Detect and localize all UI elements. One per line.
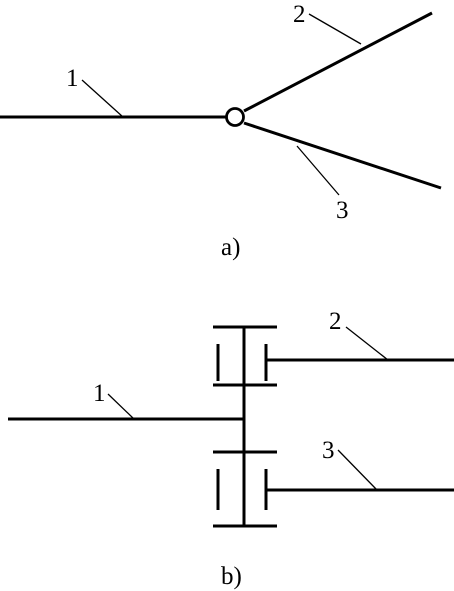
label-2-b: 2 [329, 308, 342, 335]
caption-b: b) [221, 563, 242, 590]
shaft-3-a [243, 121, 442, 190]
label-3-a: 3 [336, 197, 349, 224]
caption-a: a) [221, 234, 240, 261]
leader-2-b [345, 326, 389, 361]
label-3-b: 3 [322, 437, 335, 464]
joint-circle [225, 107, 245, 127]
shaft-2-a [243, 11, 433, 113]
figure-b: 1 2 3 b) [8, 308, 454, 590]
label-2-a: 2 [293, 1, 306, 28]
leader-3-a [296, 145, 340, 196]
label-1-a: 1 [66, 65, 79, 92]
leader-1-b [107, 393, 135, 420]
leader-3-b [337, 449, 378, 491]
figure-a: 1 2 3 a) [0, 1, 442, 261]
leader-1-a [81, 79, 124, 118]
upper-clutch [213, 325, 277, 387]
label-1-b: 1 [93, 380, 106, 407]
leader-2-a [308, 13, 362, 45]
